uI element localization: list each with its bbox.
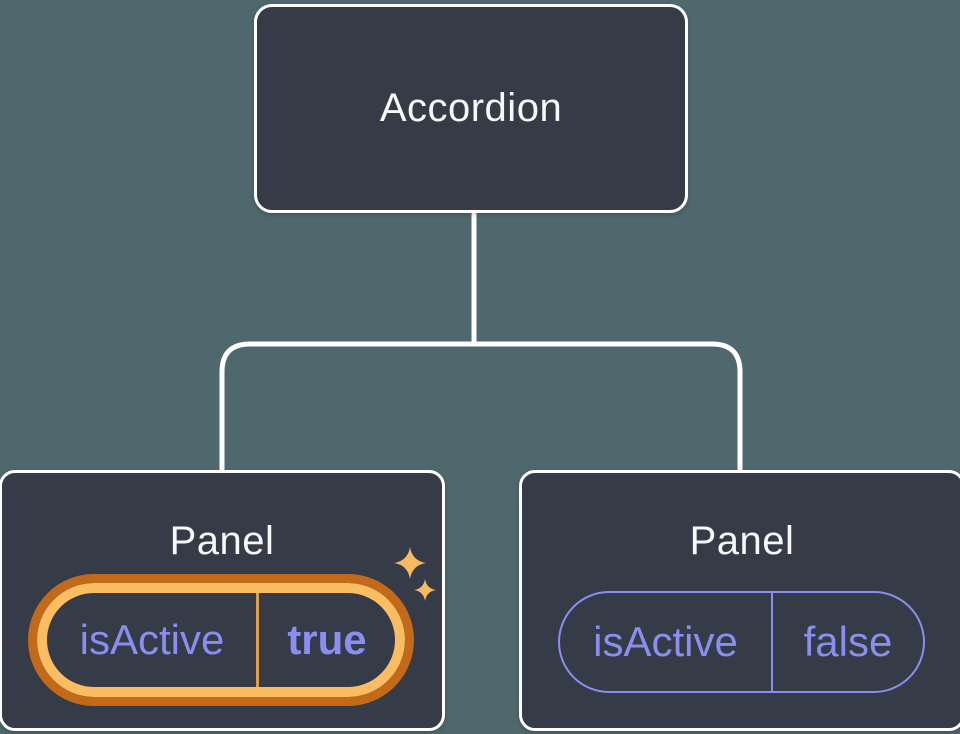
state-value-label: true [287, 616, 367, 663]
panel-node-active: Panel isActive true [0, 470, 445, 731]
state-key-label: isActive [79, 616, 225, 663]
sparkles-icon [394, 547, 436, 601]
pill-divider [256, 593, 259, 687]
state-pill-inactive: isActive false [558, 591, 925, 693]
pill-divider [771, 593, 773, 691]
panel-title: Panel [689, 519, 795, 563]
state-key-label: isActive [593, 618, 738, 665]
panel-title: Panel [169, 519, 275, 563]
root-node-label: Accordion [379, 86, 563, 130]
state-pill-active: isActive true [28, 574, 414, 706]
state-value-label: false [803, 618, 893, 665]
panel-node-inactive: Panel isActive false [519, 470, 960, 731]
root-node-accordion: Accordion [254, 4, 688, 213]
